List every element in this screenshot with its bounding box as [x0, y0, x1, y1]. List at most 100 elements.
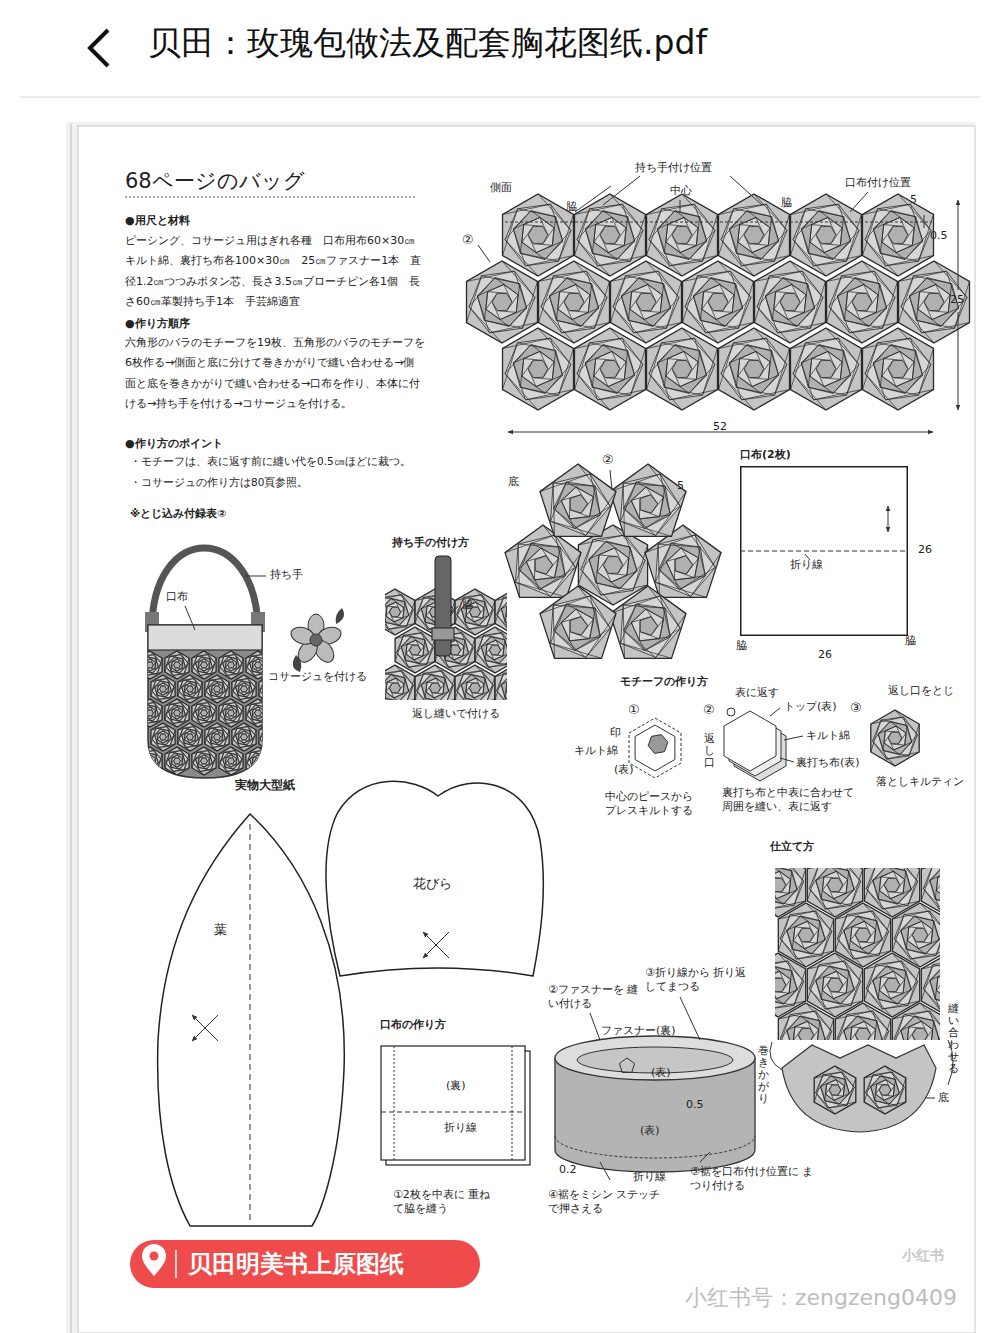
rose-line: [883, 731, 885, 751]
rose-line: [821, 244, 840, 246]
rose-petal: [657, 211, 706, 260]
rose-line: [253, 709, 259, 711]
rose-line: [241, 737, 244, 743]
rose-line: [187, 689, 190, 695]
rose-outline: [871, 710, 919, 766]
rose-petal: [901, 271, 967, 333]
rose-line: [405, 644, 407, 660]
rose-motif: [246, 747, 270, 775]
rose-line: [199, 709, 205, 711]
rose-line: [396, 678, 400, 688]
rose-line: [576, 609, 587, 626]
rose-petal: [837, 278, 886, 327]
rose-line: [806, 343, 844, 351]
rose-outline: [791, 194, 862, 276]
rose-line: [228, 713, 231, 719]
rose-petal: [656, 535, 716, 596]
rose-line: [538, 271, 586, 281]
rose-line: [139, 753, 148, 763]
rose-petal: [139, 703, 161, 724]
rose-line: [501, 678, 507, 684]
rose-petal: [561, 609, 594, 641]
rose-petal: [640, 495, 658, 513]
rose-line: [552, 351, 555, 380]
rose-line: [144, 661, 145, 671]
rose-line: [778, 323, 826, 333]
leader-line: [780, 758, 794, 762]
rose-line: [273, 687, 282, 697]
rose-line: [615, 548, 623, 565]
rose-line: [506, 607, 507, 616]
rose-petal: [570, 495, 588, 513]
rose-petal: [561, 487, 594, 519]
rose-line: [756, 217, 764, 234]
rose-line: [164, 683, 167, 689]
rose-motif: [495, 665, 507, 700]
rose-line: [867, 295, 878, 311]
rose-line: [598, 256, 646, 266]
rose-petal: [621, 596, 681, 657]
rose-line: [842, 276, 880, 284]
rose-petal: [477, 278, 526, 327]
rose-line: [139, 705, 148, 715]
rose-line: [744, 369, 752, 386]
rose-line: [646, 609, 657, 626]
leader-line: [575, 186, 611, 212]
rose-line: [252, 767, 265, 770]
rose-line: [839, 879, 848, 891]
rose-line: [174, 665, 177, 671]
rose-line: [646, 338, 694, 348]
rose-line: [412, 654, 423, 656]
rose-line: [199, 661, 205, 663]
rose-motif: [259, 723, 283, 751]
leader-line: [185, 606, 195, 630]
rose-line: [744, 235, 752, 252]
leader-line: [770, 708, 780, 716]
rose-line: [226, 709, 232, 711]
rose-line: [664, 253, 702, 261]
rose-line: [770, 276, 808, 284]
rose-line: [487, 644, 498, 646]
rose-line: [552, 217, 555, 246]
placement-line: [505, 222, 932, 223]
rose-outline: [610, 586, 686, 658]
rose-petal: [247, 655, 269, 676]
rose-petal: [250, 705, 267, 722]
rose-line: [862, 338, 910, 348]
page-edge: [66, 122, 975, 1333]
panel-roses: [775, 868, 940, 1040]
rose-line: [881, 877, 896, 878]
rose-line: [199, 757, 205, 759]
rose-petal: [570, 617, 588, 635]
rose-line: [896, 879, 905, 891]
rose-petal: [621, 278, 670, 327]
rose-line: [205, 659, 208, 665]
rose-line: [385, 682, 387, 698]
rose-line: [630, 294, 641, 310]
rose-line: [139, 763, 150, 775]
rose-line: [463, 640, 465, 656]
rose-line: [569, 515, 600, 519]
rose-line: [178, 659, 181, 665]
rose-motif: [232, 723, 256, 751]
rose-petal: [621, 474, 681, 535]
rose-line: [922, 323, 970, 333]
rose-line: [253, 758, 257, 763]
rose-line: [795, 295, 806, 311]
rose-line: [212, 686, 216, 691]
corsage-leaf: [293, 655, 302, 672]
rose-line: [229, 763, 235, 765]
rose-line: [687, 228, 698, 244]
rose-petal: [816, 868, 855, 904]
rose-line: [590, 474, 600, 515]
rose-line: [639, 637, 670, 641]
rose-line: [160, 737, 163, 743]
rose-line: [265, 695, 278, 698]
rose-line: [883, 750, 909, 755]
rose-line: [878, 899, 908, 905]
rose-line: [407, 644, 418, 646]
rose-line: [921, 868, 940, 869]
rose-line: [482, 276, 520, 284]
rose-petal: [220, 655, 242, 676]
rose-line: [265, 733, 266, 743]
